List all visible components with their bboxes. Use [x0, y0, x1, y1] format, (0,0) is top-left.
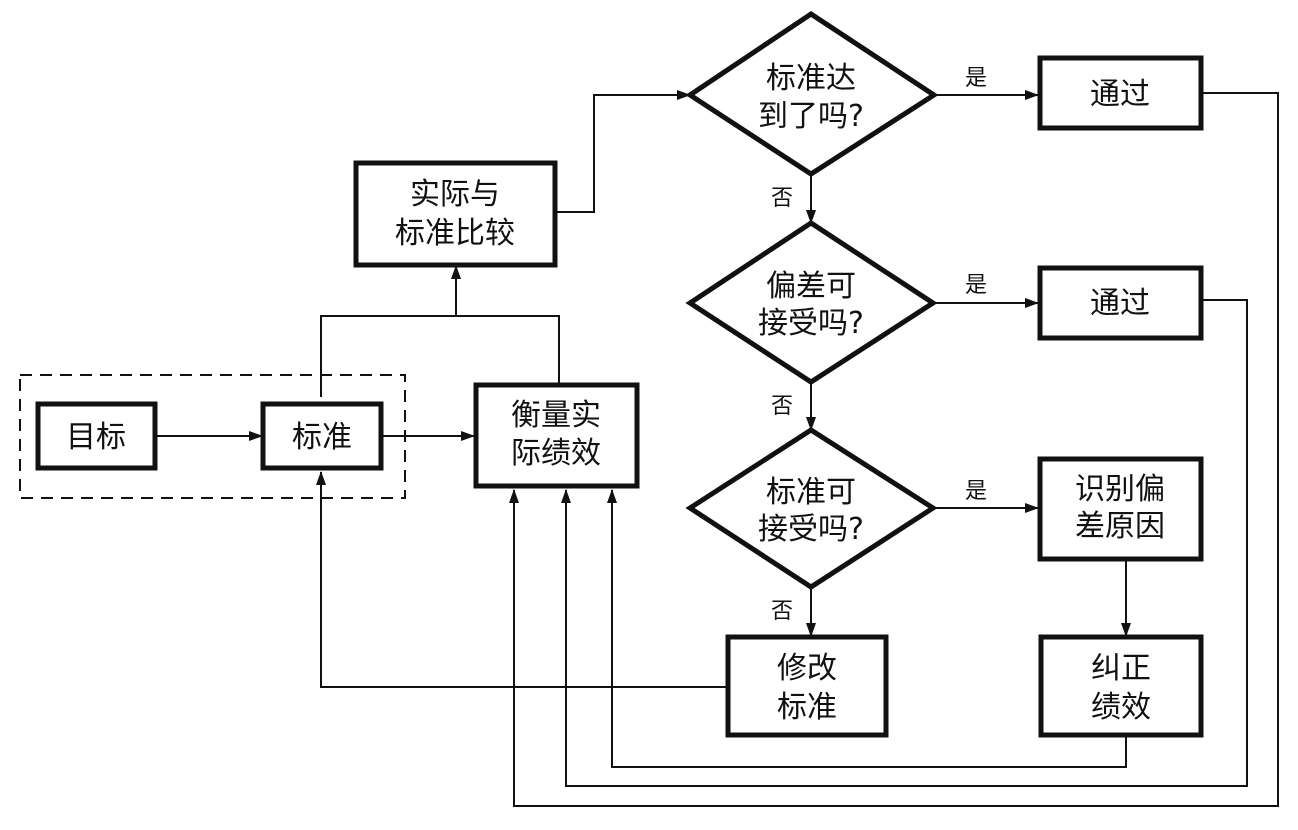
- node-pass2[interactable]: 通过: [1037, 265, 1204, 341]
- node-modify[interactable]: 修改 标准: [725, 634, 889, 738]
- decision-q3-line-1: 标准可: [766, 475, 856, 510]
- edge-label-q3-yes: 是: [965, 479, 987, 504]
- node-measure[interactable]: 衡量实 际绩效: [473, 382, 640, 489]
- edge-pass2-measure: [561, 299, 1248, 787]
- decision-q1-line-1: 标准达: [766, 61, 856, 96]
- node-pass1[interactable]: 通过: [1037, 55, 1204, 131]
- node-identify-line-1: 识别偏: [1075, 472, 1165, 507]
- node-identify-line-2: 差原因: [1075, 509, 1165, 544]
- node-compare-line-1: 实际与: [410, 177, 500, 212]
- node-modify-line-2: 标准: [777, 690, 837, 725]
- edge-standard-measure-join: [320, 315, 560, 397]
- node-pass1-label: 通过: [1090, 77, 1150, 112]
- node-standard[interactable]: 标准: [260, 401, 384, 471]
- edge-label-q1-yes: 是: [965, 66, 987, 91]
- edge-label-q3-no: 否: [771, 599, 793, 624]
- decision-q3[interactable]: 标准可 接受吗?: [685, 427, 938, 590]
- node-compare-line-2: 标准比较: [395, 216, 515, 251]
- node-correct[interactable]: 纠正 绩效: [1038, 634, 1204, 738]
- connectors: [156, 90, 1279, 807]
- node-correct-line-1: 纠正: [1091, 651, 1151, 686]
- decision-q2[interactable]: 偏差可 接受吗?: [685, 220, 938, 385]
- edge-label-q1-no: 否: [771, 186, 793, 211]
- node-measure-line-2: 际绩效: [511, 436, 601, 471]
- edge-compare-q1: [556, 90, 691, 213]
- decision-q2-line-1: 偏差可: [766, 269, 856, 304]
- decision-q1-line-2: 到了吗?: [758, 99, 864, 134]
- edge-correct-measure: [607, 489, 1127, 768]
- decision-q2-line-2: 接受吗?: [758, 306, 864, 341]
- node-pass2-label: 通过: [1090, 286, 1150, 321]
- edge-pass1-measure: [509, 92, 1279, 807]
- edge-label-q2-no: 否: [771, 394, 793, 419]
- node-modify-line-1: 修改: [777, 651, 837, 686]
- node-goal-label: 目标: [66, 420, 126, 455]
- edge-modify-standard: [316, 471, 727, 688]
- node-measure-line-1: 衡量实: [511, 398, 601, 433]
- node-compare[interactable]: 实际与 标准比较: [353, 160, 558, 268]
- decision-q1[interactable]: 标准达 到了吗?: [685, 10, 939, 177]
- node-identify[interactable]: 识别偏 差原因: [1037, 456, 1204, 562]
- node-correct-line-2: 绩效: [1091, 690, 1151, 725]
- edge-label-q2-yes: 是: [965, 273, 987, 298]
- node-goal[interactable]: 目标: [35, 401, 158, 471]
- decision-q3-line-2: 接受吗?: [758, 512, 864, 547]
- node-standard-label: 标准: [292, 420, 352, 455]
